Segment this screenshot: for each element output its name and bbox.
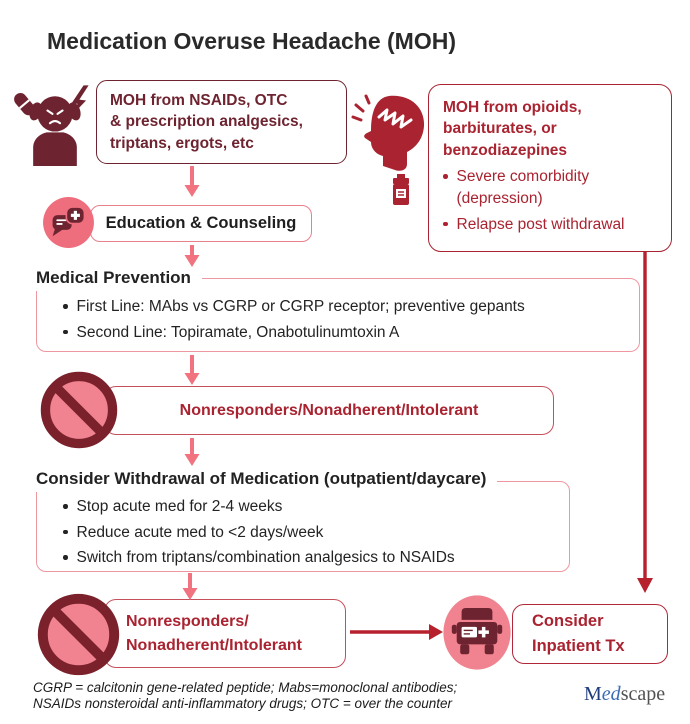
opioids-bullet-1: Severe comorbidity (depression) bbox=[456, 168, 590, 207]
list-item: Severe comorbidity (depression) bbox=[443, 166, 663, 209]
opioids-source-box: MOH from opioids, barbiturates, or benzo… bbox=[428, 84, 672, 252]
nonresponders-bottom-label: Nonresponders/ Nonadherent/Intolerant bbox=[126, 613, 303, 654]
medical-prevention-bullet-1: First Line: MAbs vs CGRP or CGRP recepto… bbox=[76, 298, 525, 315]
bullet-dot bbox=[443, 221, 448, 226]
education-counseling-box: Education & Counseling bbox=[90, 205, 312, 242]
withdrawal-bullet-2: Reduce acute med to <2 days/week bbox=[76, 523, 324, 541]
list-item: First Line: MAbs vs CGRP or CGRP recepto… bbox=[63, 296, 639, 318]
withdrawal-bullet-3: Switch from triptans/combination analges… bbox=[76, 549, 455, 567]
nonresponders-bottom-box: Nonresponders/ Nonadherent/Intolerant bbox=[104, 599, 346, 668]
withdrawal-heading: Consider Withdrawal of Medication (outpa… bbox=[36, 468, 498, 492]
logo-part-ed: ed bbox=[601, 683, 621, 705]
medical-prevention-bullet-2: Second Line: Topiramate, Onabotulinumtox… bbox=[76, 323, 400, 341]
chat-counseling-icon bbox=[43, 197, 94, 248]
no-entry-icon bbox=[40, 371, 118, 449]
logo-part-m: M bbox=[584, 683, 602, 705]
no-entry-icon bbox=[37, 593, 120, 676]
withdrawal-box: Stop acute med for 2-4 weeks Reduce acut… bbox=[36, 481, 570, 572]
medscape-logo: Medscape bbox=[584, 683, 665, 706]
headache-person-icon bbox=[14, 85, 89, 166]
withdrawal-bullet-1: Stop acute med for 2-4 weeks bbox=[76, 498, 283, 515]
education-counseling-label: Education & Counseling bbox=[105, 214, 297, 232]
ambulance-icon bbox=[443, 595, 511, 670]
bullet-dot bbox=[63, 329, 68, 335]
list-item: Switch from triptans/combination analges… bbox=[63, 547, 569, 569]
list-item: Second Line: Topiramate, Onabotulinumtox… bbox=[63, 322, 639, 344]
bullet-dot bbox=[63, 304, 68, 309]
inpatient-tx-box: Consider Inpatient Tx bbox=[512, 604, 668, 664]
nsaids-source-text: MOH from NSAIDs, OTC & prescription anal… bbox=[110, 91, 303, 152]
footnote: CGRP = calcitonin gene-related peptide; … bbox=[33, 680, 458, 712]
list-item: Stop acute med for 2-4 weeks bbox=[63, 496, 569, 518]
list-item: Relapse post withdrawal bbox=[443, 214, 663, 236]
list-item: Reduce acute med to <2 days/week bbox=[63, 522, 569, 544]
brain-pain-icon bbox=[351, 94, 425, 205]
nonresponders-mid-box: Nonresponders/Nonadherent/Intolerant bbox=[104, 386, 554, 435]
nsaids-source-box: MOH from NSAIDs, OTC & prescription anal… bbox=[96, 80, 347, 164]
inpatient-tx-label: Consider Inpatient Tx bbox=[532, 612, 625, 655]
nonresponders-mid-label: Nonresponders/Nonadherent/Intolerant bbox=[179, 401, 479, 419]
opioids-bullet-list: Severe comorbidity (depression) Relapse … bbox=[443, 166, 663, 235]
bullet-dot bbox=[63, 504, 68, 509]
bullet-dot bbox=[443, 174, 448, 179]
logo-part-scape: scape bbox=[620, 683, 666, 705]
bullet-dot bbox=[63, 529, 68, 535]
page-title: Medication Overuse Headache (MOH) bbox=[47, 28, 456, 54]
medical-prevention-heading: Medical Prevention bbox=[36, 267, 202, 291]
opioids-source-heading: MOH from opioids, barbiturates, or benzo… bbox=[443, 99, 582, 159]
bullet-dot bbox=[63, 555, 68, 560]
opioids-bullet-2: Relapse post withdrawal bbox=[456, 215, 625, 233]
